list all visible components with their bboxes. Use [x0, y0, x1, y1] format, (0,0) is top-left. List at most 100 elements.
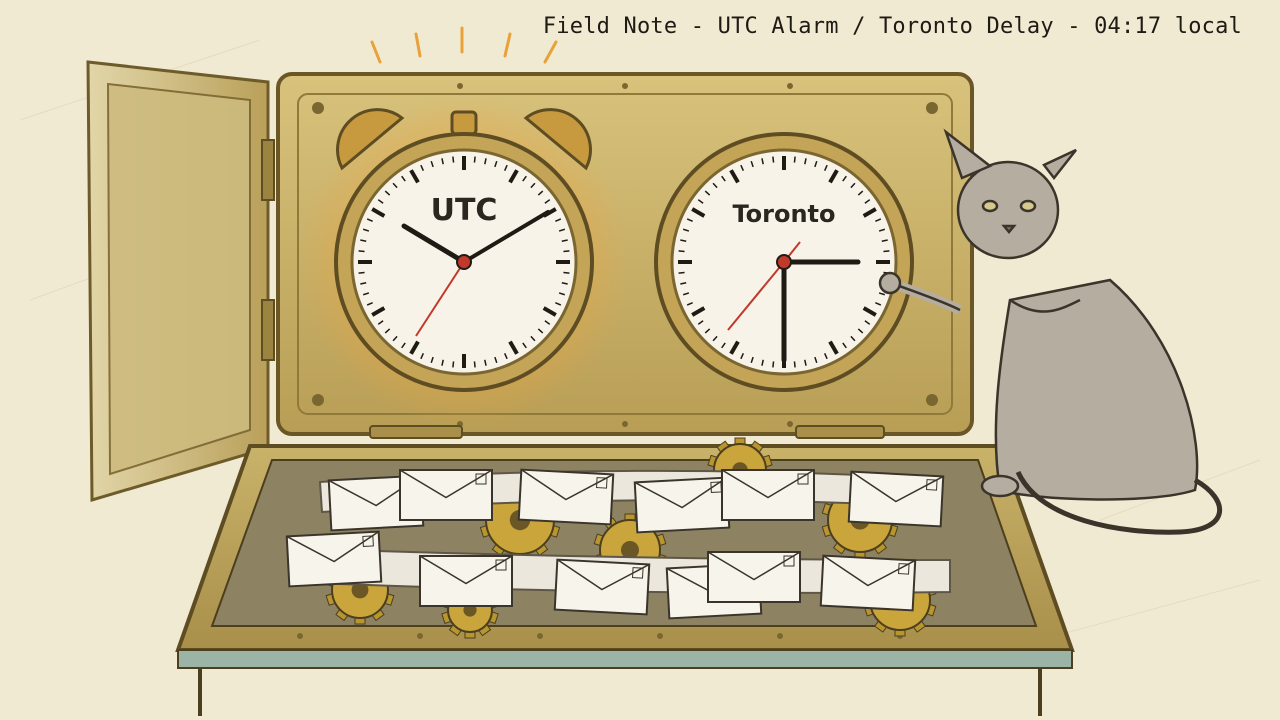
clock-tick: [772, 361, 775, 368]
clock-tick: [875, 218, 882, 223]
clock-tick: [793, 361, 796, 368]
clock-tick: [494, 160, 498, 168]
clock-tick: [828, 169, 839, 184]
clock-tick: [740, 164, 745, 171]
clock-tick: [371, 306, 386, 317]
clock-tick: [740, 353, 745, 360]
clock-tick: [358, 271, 365, 274]
clock-tick: [712, 335, 718, 342]
clock-tick: [680, 282, 687, 285]
envelope: [847, 470, 945, 528]
clock-tick: [814, 356, 818, 364]
clock-tick: [362, 228, 370, 232]
envelope: [517, 468, 615, 526]
toronto-clock-label: Toronto: [732, 200, 835, 228]
clock-tick: [772, 156, 775, 163]
clock-tick: [401, 342, 406, 349]
clock-tick: [362, 292, 370, 296]
clock-tick: [857, 190, 864, 196]
clock-tick: [761, 359, 764, 366]
utc-clock-label: UTC: [431, 193, 498, 228]
envelope-icon: [285, 468, 945, 620]
envelope: [721, 469, 815, 521]
clock-tick: [850, 335, 856, 342]
clock-tick: [697, 320, 704, 325]
clock-tick: [561, 282, 568, 285]
clock-tick: [697, 199, 704, 204]
clock-tick: [441, 359, 444, 366]
clock-tick: [537, 328, 544, 334]
clock-tick: [420, 164, 425, 171]
cat-icon: [878, 128, 1223, 535]
clock-tick: [558, 228, 566, 232]
clock-tick: [804, 359, 807, 366]
clock-tick: [530, 182, 536, 189]
clock-tick: [875, 301, 882, 306]
envelope: [285, 530, 383, 588]
clock-tick: [530, 335, 536, 342]
clock-tick: [503, 164, 508, 171]
clock-tick: [563, 250, 570, 253]
clock-tick: [452, 361, 455, 368]
envelope: [707, 551, 801, 603]
clock-tick: [441, 158, 444, 165]
clock-tick: [712, 182, 718, 189]
clock-tick: [542, 306, 557, 317]
clock-tick: [522, 342, 527, 349]
clock-tick: [409, 169, 420, 184]
clock-tick: [857, 328, 864, 334]
clock-tick: [864, 320, 871, 325]
clock-tick: [420, 353, 425, 360]
clock-tick: [409, 340, 420, 355]
clock-tick: [750, 160, 754, 168]
envelope: [819, 554, 917, 612]
clock-tick: [862, 306, 877, 317]
clock-tick: [729, 340, 740, 355]
clock-tick: [678, 271, 685, 274]
clock-tick: [430, 356, 434, 364]
clock-tick: [508, 169, 519, 184]
clock-tick: [473, 361, 476, 368]
clock-tick: [862, 207, 877, 218]
alarm-rays: [370, 26, 558, 64]
clock-tick: [878, 228, 886, 232]
clock-tick: [682, 292, 690, 296]
clock-tick: [384, 328, 391, 334]
clock-tick: [555, 218, 562, 223]
clock-tick: [563, 271, 570, 274]
clock-tick: [729, 169, 740, 184]
clock-tick: [823, 353, 828, 360]
clock-tick: [360, 282, 367, 285]
clock-tick: [377, 320, 384, 325]
clock-tick: [452, 156, 455, 163]
clock-tick: [721, 342, 726, 349]
cabinet-door: [86, 60, 275, 503]
clock-tick: [878, 292, 886, 296]
clock-tick: [823, 164, 828, 171]
clock-tick: [392, 182, 398, 189]
clock-tick: [377, 199, 384, 204]
clock-tick: [704, 328, 711, 334]
clock-tick: [430, 160, 434, 168]
clock-tick: [358, 250, 365, 253]
clock-tick: [793, 156, 796, 163]
clock-tick: [678, 250, 685, 253]
clock-tick: [680, 239, 687, 242]
clock-tick: [503, 353, 508, 360]
clock-tick: [555, 301, 562, 306]
clock-tick: [392, 335, 398, 342]
clock-tick: [484, 158, 487, 165]
clock-tick: [721, 175, 726, 182]
clock-tick: [544, 320, 551, 325]
clock-tick: [484, 359, 487, 366]
clock-tick: [691, 306, 706, 317]
clock-tick: [750, 356, 754, 364]
clock-tick: [371, 207, 386, 218]
field-note-caption: Field Note - UTC Alarm / Toronto Delay -…: [542, 14, 1242, 39]
clock-tick: [850, 182, 856, 189]
clock-tick: [494, 356, 498, 364]
clock-tick: [561, 239, 568, 242]
clock-tick: [401, 175, 406, 182]
clock-tick: [544, 199, 551, 204]
envelope: [419, 555, 513, 607]
